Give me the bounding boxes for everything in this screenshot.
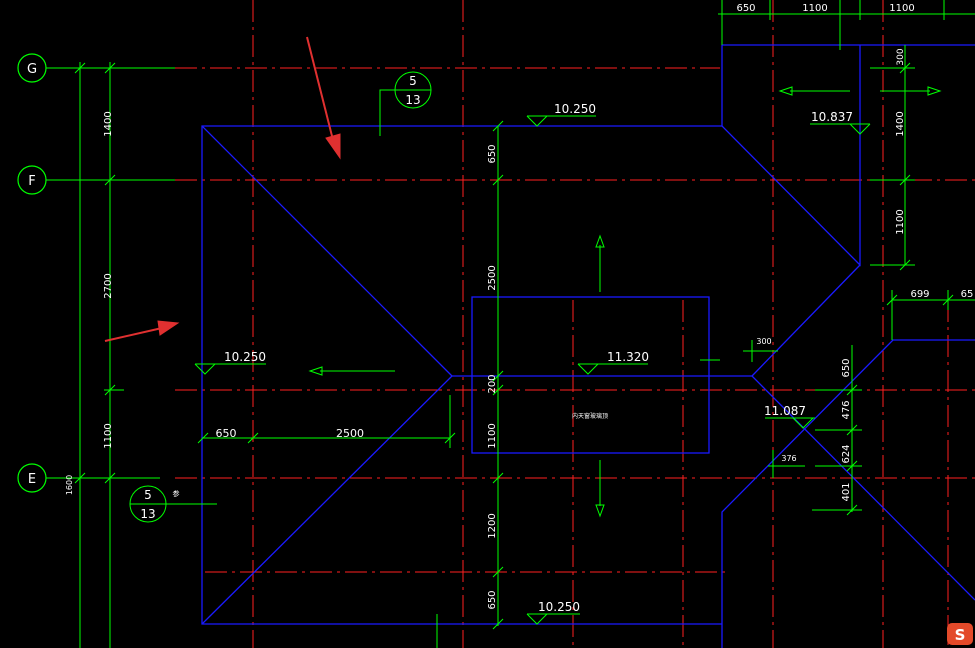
detail-callout-top (379, 71, 432, 136)
dim-v1200: 1200 (487, 513, 498, 538)
elevation-center: 11.320 (607, 350, 649, 364)
elevation-left: 10.250 (224, 350, 266, 364)
dim-v650-top: 650 (487, 144, 498, 163)
red-arrow-top (306, 36, 334, 141)
left-dimension-lines (46, 62, 175, 648)
roof-outline (201, 44, 975, 648)
hip-line-3 (751, 264, 861, 377)
watermark-logo: S (947, 623, 973, 645)
dim-r65: 65 (961, 289, 974, 300)
axis-label-f: F (28, 174, 35, 189)
callout-bottom-sheet: 13 (140, 507, 155, 521)
dim-2700-left: 2700 (103, 273, 114, 298)
axis-lines (175, 0, 975, 648)
callout-top-sheet: 13 (405, 93, 420, 107)
axis-bubble-e (17, 463, 47, 493)
dim-r300: 300 (896, 48, 906, 65)
dim-r1100: 1100 (895, 209, 906, 234)
elevation-markers (194, 115, 871, 625)
dim-1600-left: 1600 (65, 475, 74, 495)
dim-top-1100a: 1100 (802, 3, 827, 14)
dim-r401: 401 (841, 482, 852, 501)
callout-top-number: 5 (409, 74, 417, 88)
dim-1400-left: 1400 (103, 111, 114, 136)
detail-callout-bottom (129, 485, 217, 523)
dim-v650-bottom: 650 (487, 590, 498, 609)
top-dimension-lines (718, 0, 975, 50)
red-annotation-arrows (104, 36, 341, 342)
axis-bubble-f (17, 165, 47, 195)
svg-text:S: S (955, 626, 966, 644)
dim-r300b: 300 (756, 337, 771, 346)
dim-r699: 699 (910, 289, 929, 300)
dim-h2500: 2500 (336, 427, 364, 440)
elevation-top: 10.250 (554, 102, 596, 116)
elevation-bottom: 10.250 (538, 600, 580, 614)
elevation-right-mid: 11.087 (764, 404, 806, 418)
dim-v200: 200 (487, 374, 498, 393)
dim-v1100: 1100 (487, 423, 498, 448)
roof-right-edge (721, 45, 861, 267)
dim-top-650: 650 (736, 3, 755, 14)
interior-dimension-lines (197, 120, 504, 648)
callout-bottom-number: 5 (144, 488, 152, 502)
small-mark: 参 (173, 489, 180, 498)
axis-label-e: E (28, 472, 36, 487)
slope-arrows (308, 86, 942, 518)
roof-perimeter (721, 339, 975, 648)
grid-axis-bubbles (17, 53, 47, 493)
hip-line-2 (201, 375, 453, 625)
dim-v2500: 2500 (487, 265, 498, 290)
roof-perimeter-main (201, 44, 975, 625)
dim-r476: 476 (841, 400, 852, 419)
dim-r650: 650 (841, 358, 852, 377)
skylight-rect (471, 296, 710, 454)
dim-r1400: 1400 (895, 111, 906, 136)
hip-line-1 (201, 125, 453, 377)
dim-r376: 376 (781, 454, 796, 463)
axis-label-g: G (27, 62, 37, 77)
dim-h650: 650 (216, 427, 237, 440)
axis-bubble-g (17, 53, 47, 83)
dim-r624: 624 (841, 444, 852, 463)
right-dimension-lines (743, 45, 975, 516)
dim-1100-left: 1100 (103, 423, 114, 448)
skylight-note: 内天窗玻璃顶 (572, 412, 608, 420)
hip-line-4 (751, 375, 975, 601)
red-arrow-left (104, 327, 163, 342)
dim-top-1100b: 1100 (889, 3, 914, 14)
elevation-right-top: 10.837 (811, 110, 853, 124)
